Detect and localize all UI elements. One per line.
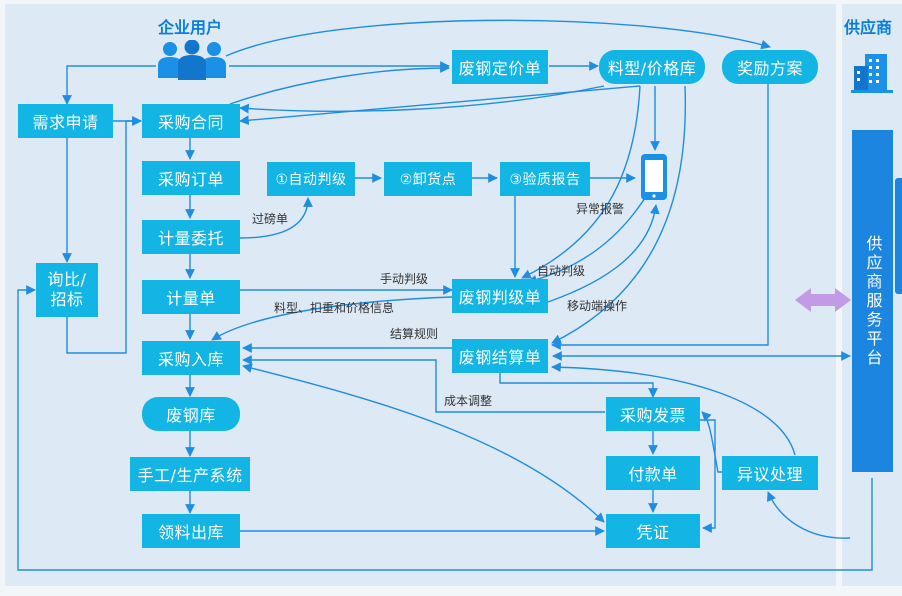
auto-grading-step[interactable]: ①自动判级 bbox=[267, 162, 355, 196]
side-collapse-tab[interactable] bbox=[895, 178, 902, 294]
voucher-node[interactable]: 凭证 bbox=[606, 514, 700, 548]
mobile-operation-label: 移动端操作 bbox=[567, 299, 628, 313]
scrap-settlement-node[interactable]: 废钢结算单 bbox=[452, 339, 548, 373]
inquiry-bidding-node[interactable]: 询比/ 招标 bbox=[36, 263, 98, 317]
payment-bill-node[interactable]: 付款单 bbox=[606, 456, 700, 490]
scrap-pricing-node[interactable]: 废钢定价单 bbox=[452, 50, 548, 84]
quality-report-step[interactable]: ③验质报告 bbox=[500, 162, 590, 196]
manual-grading-label: 手动判级 bbox=[380, 272, 429, 286]
exchange-arrow-icon bbox=[795, 288, 851, 312]
scrap-grading-bill-node[interactable]: 废钢判级单 bbox=[452, 279, 548, 313]
cost-adjustment-label: 成本调整 bbox=[444, 394, 493, 408]
demand-request-node[interactable]: 需求申请 bbox=[18, 104, 113, 138]
manual-production-system-node[interactable]: 手工/生产系统 bbox=[130, 457, 250, 491]
unload-point-step[interactable]: ②卸货点 bbox=[384, 162, 472, 196]
enterprise-user-icon bbox=[156, 39, 228, 80]
building-icon bbox=[851, 52, 893, 96]
scrap-steel-warehouse-node[interactable]: 废钢库 bbox=[142, 397, 240, 431]
purchase-invoice-node[interactable]: 采购发票 bbox=[606, 397, 700, 431]
auto-grading-label: 自动判级 bbox=[537, 264, 586, 278]
enterprise-user-title: 企业用户 bbox=[158, 18, 223, 37]
measure-bill-node[interactable]: 计量单 bbox=[142, 280, 240, 314]
material-info-label: 料型、扣重和价格信息 bbox=[274, 301, 395, 315]
settlement-rule-label: 结算规则 bbox=[390, 327, 439, 341]
objection-handling-node[interactable]: 异议处理 bbox=[722, 456, 818, 490]
purchase-inbound-node[interactable]: 采购入库 bbox=[142, 341, 240, 375]
reward-plan-node[interactable]: 奖励方案 bbox=[722, 50, 818, 84]
material-price-library-node[interactable]: 料型/价格库 bbox=[599, 50, 705, 84]
mobile-phone-icon bbox=[641, 154, 667, 200]
weighbridge-label: 过磅单 bbox=[252, 212, 289, 226]
material-issue-node[interactable]: 领料出库 bbox=[142, 514, 240, 548]
purchase-order-node[interactable]: 采购订单 bbox=[142, 161, 240, 195]
purchase-contract-node[interactable]: 采购合同 bbox=[142, 104, 240, 138]
measure-entrust-node[interactable]: 计量委托 bbox=[142, 220, 240, 254]
supplier-service-platform[interactable]: 供应商服务平台 bbox=[852, 130, 893, 472]
supplier-title: 供应商 bbox=[844, 18, 893, 37]
abnormal-alarm-label: 异常报警 bbox=[576, 202, 625, 216]
